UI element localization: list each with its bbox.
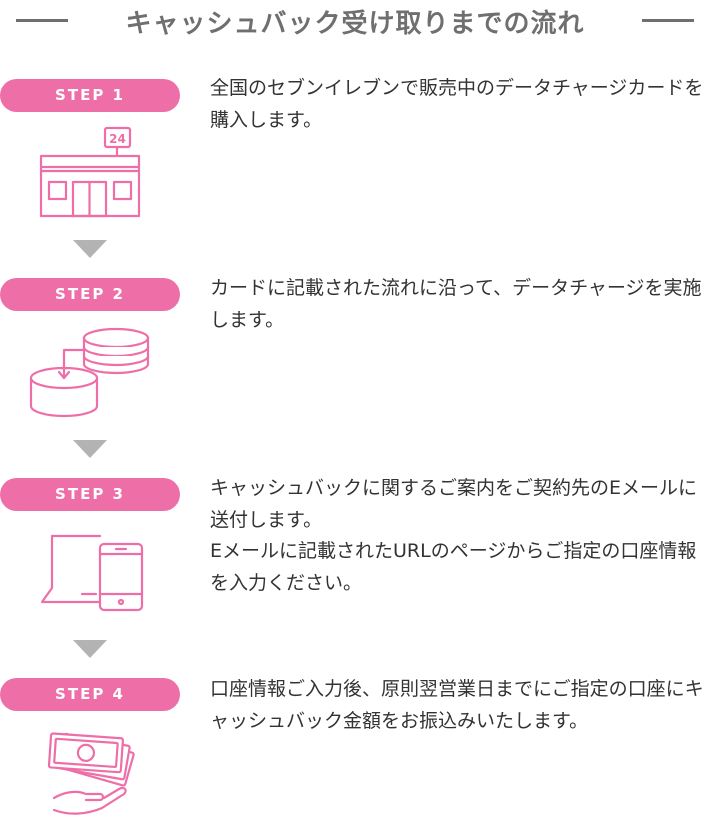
step-1-badge: STEP 1 <box>0 79 180 112</box>
section-header: キャッシュバック受け取りまでの流れ <box>0 0 710 40</box>
step-4-text: 口座情報ご入力後、原則翌営業日までにご指定の口座にキャッシュバック金額をお振込み… <box>210 674 705 737</box>
data-transfer-icon <box>29 327 150 418</box>
page-title: キャッシュバック受け取りまでの流れ <box>125 9 585 39</box>
header-rule-left <box>16 19 68 22</box>
step-3-badge: STEP 3 <box>0 478 180 511</box>
step-2-description: カードに記載された流れに沿って、データチャージを実施します。 <box>210 277 702 331</box>
cash-hand-icon <box>47 732 135 815</box>
step-1-description: 全国のセブンイレブンで販売中のデータチャージカードを購入します。 <box>210 77 704 131</box>
convenience-store-icon: 24 <box>39 126 141 218</box>
step-arrow-1 <box>73 240 107 258</box>
step-arrow-3 <box>73 640 107 658</box>
step-arrow-2 <box>73 440 107 458</box>
step-3-description-line1: キャッシュバックに関するご案内をご契約先のEメールに送付します。 <box>210 477 698 531</box>
step-2-badge: STEP 2 <box>0 278 180 311</box>
laptop-phone-icon <box>40 534 144 612</box>
step-4-description: 口座情報ご入力後、原則翌営業日までにご指定の口座にキャッシュバック金額をお振込み… <box>210 678 704 732</box>
step-3-description-line2: Eメールに記載されたURLのページからご指定の口座情報を入力ください。 <box>210 540 697 594</box>
store-24-label: 24 <box>109 132 126 146</box>
header-rule-right <box>642 19 694 22</box>
step-3-text: キャッシュバックに関するご案内をご契約先のEメールに送付します。 Eメールに記載… <box>210 473 705 599</box>
step-4-badge: STEP 4 <box>0 678 180 711</box>
step-1-text: 全国のセブンイレブンで販売中のデータチャージカードを購入します。 <box>210 73 705 136</box>
step-2-text: カードに記載された流れに沿って、データチャージを実施します。 <box>210 273 705 336</box>
